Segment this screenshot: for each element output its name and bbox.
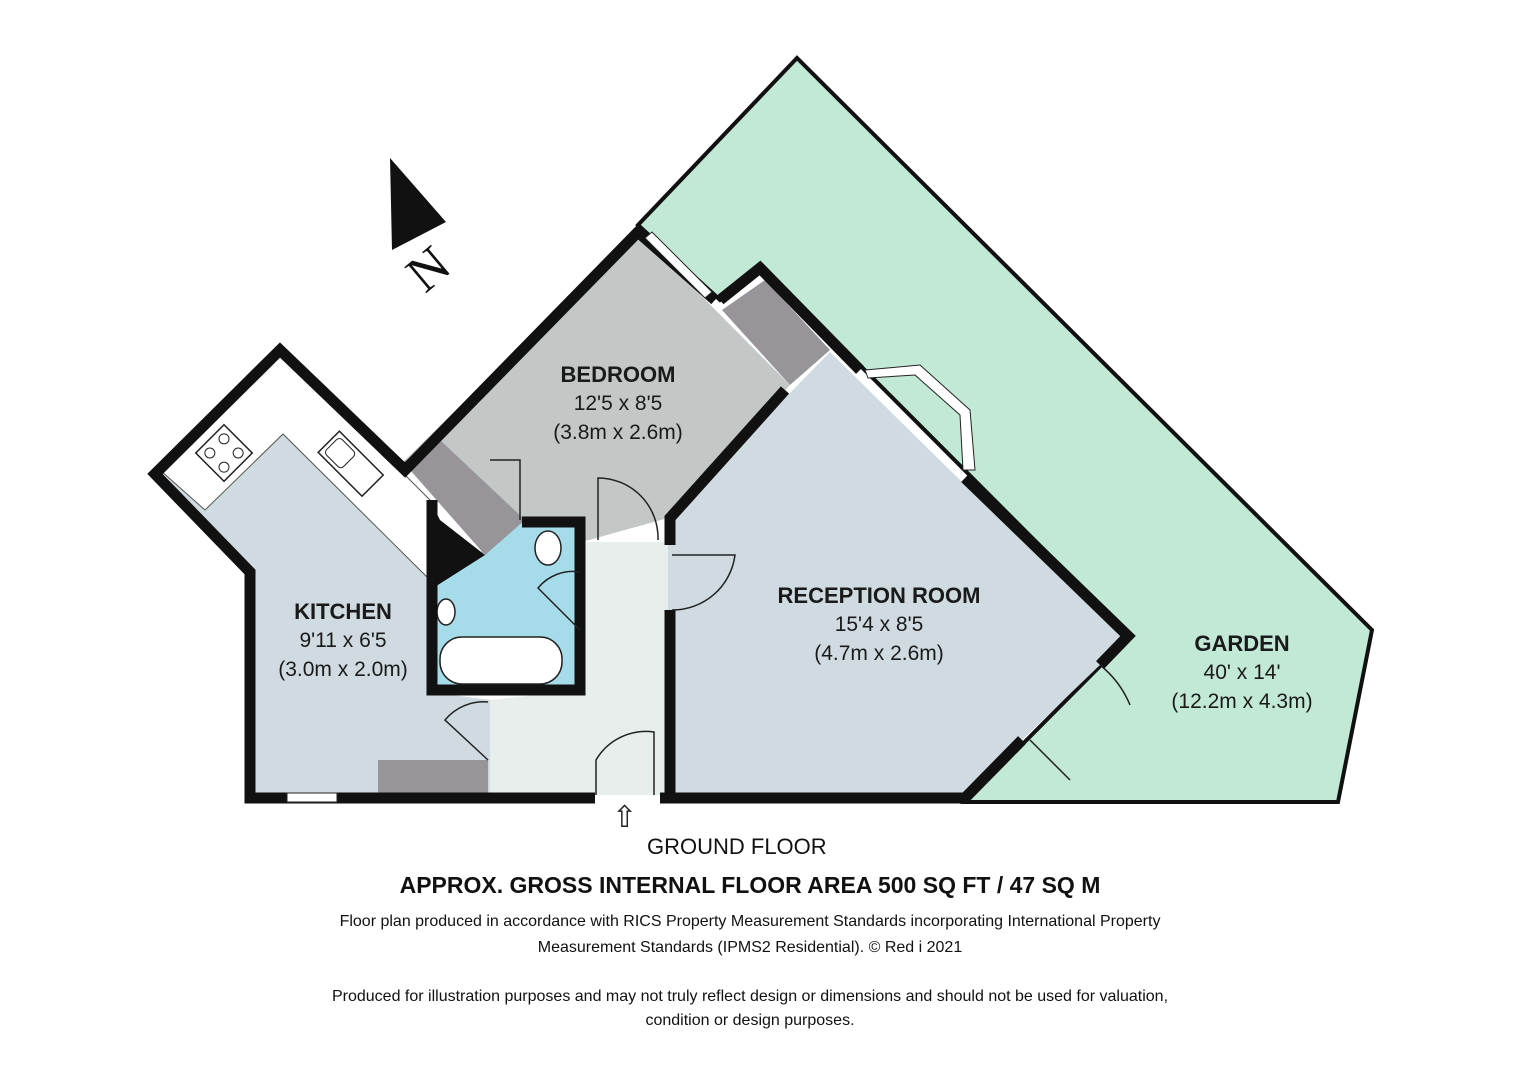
compass-icon [390, 158, 446, 250]
area-heading: APPROX. GROSS INTERNAL FLOOR AREA 500 SQ… [399, 872, 1101, 898]
entrance-arrow-icon: ⇧ [612, 801, 638, 834]
room-label-bedroom: BEDROOM 12'5 x 8'5 (3.8m x 2.6m) [553, 360, 683, 447]
sink-icon [317, 430, 385, 498]
room-size-metric: (3.8m x 2.6m) [553, 421, 683, 444]
room-label-kitchen: KITCHEN 9'11 x 6'5 (3.0m x 2.0m) [278, 597, 408, 684]
room-label-reception: RECEPTION ROOM 15'4 x 8'5 (4.7m x 2.6m) [778, 581, 981, 668]
door-swings [443, 459, 1131, 795]
bath-tub [439, 636, 563, 685]
hob-icon [194, 423, 254, 483]
basin [436, 598, 456, 626]
room-size-imperial: 15'4 x 8'5 [834, 613, 924, 636]
room-size-imperial: 12'5 x 8'5 [573, 392, 663, 415]
cupboard [378, 760, 488, 795]
room-size-metric: (3.0m x 2.0m) [278, 658, 408, 681]
cupboard [403, 440, 525, 555]
toilet [534, 530, 562, 566]
room-name: KITCHEN [294, 599, 392, 624]
disclaimer-line-2: condition or design purposes. [645, 1012, 855, 1029]
room-size-imperial: 40' x 14' [1203, 661, 1281, 684]
reception-area [668, 352, 1130, 795]
disclaimer-line-1: Produced for illustration purposes and m… [331, 988, 1169, 1005]
cupboard [722, 280, 830, 385]
room-size-metric: (4.7m x 2.6m) [814, 642, 944, 665]
room-name: RECEPTION ROOM [777, 583, 981, 608]
room-name: BEDROOM [560, 362, 676, 387]
floor-label: GROUND FLOOR [647, 834, 827, 859]
room-size-metric: (12.2m x 4.3m) [1171, 690, 1313, 713]
hallway-area [490, 542, 668, 795]
bedroom-area [403, 232, 790, 542]
room-size-imperial: 9'11 x 6'5 [299, 629, 387, 652]
walls [147, 224, 1136, 804]
windows [286, 231, 976, 803]
standards-line-1: Floor plan produced in accordance with R… [339, 913, 1161, 930]
standards-line-2: Measurement Standards (IPMS2 Residential… [537, 939, 963, 956]
room-name: GARDEN [1194, 631, 1290, 656]
wall-block [430, 500, 485, 590]
room-label-garden: GARDEN 40' x 14' (12.2m x 4.3m) [1171, 629, 1312, 716]
